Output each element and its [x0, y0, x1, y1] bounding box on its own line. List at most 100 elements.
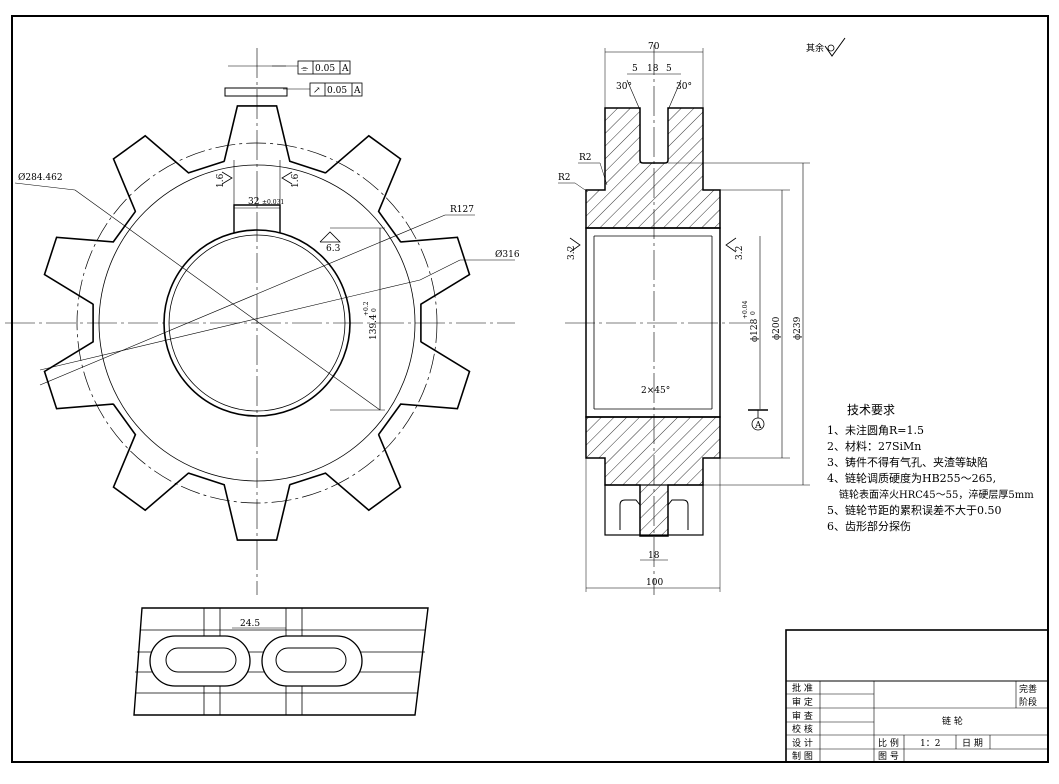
tech-requirements: 技术要求 1、未注圆角R=1.5 2、材料：27SiMn 3、铸件不得有气孔、夹… [827, 403, 1034, 533]
section-view [558, 37, 846, 595]
chain-link-left-inner [165, 647, 237, 673]
tech-title: 技术要求 [847, 403, 895, 417]
tech-item-6: 6、齿形部分探伤 [827, 519, 911, 533]
tech-item-1: 1、未注圆角R=1.5 [827, 423, 924, 437]
tolerance-frame-runout: ↗ 0.05 A [309, 82, 363, 97]
dim-leader-316 [419, 259, 461, 281]
label-phi128-tol: +0.04 [742, 300, 749, 319]
svg-text:0.05: 0.05 [315, 64, 335, 74]
surface-finish-icon [824, 37, 846, 57]
svg-text:A: A [353, 86, 361, 96]
tech-item-5: 5、链轮节距的累积误差不大于0.50 [827, 503, 1002, 517]
tech-item-4: 4、链轮调质硬度为HB255～265, [827, 471, 996, 485]
section-bore [585, 227, 721, 418]
tb-drawing-no-label: 图 号 [878, 751, 899, 762]
top-keyway-mark [224, 87, 288, 97]
sprocket-teeth-outline [43, 105, 471, 541]
chain-link-right [261, 635, 363, 687]
r2-leader-a [599, 162, 608, 186]
label-bore-dim: 139.4 [369, 314, 379, 340]
drawing-border [11, 15, 1049, 763]
label-bottom-slot: 18 [648, 551, 660, 561]
tb-scale-value: 1：2 [920, 739, 940, 749]
tolerance-frame-symmetry: ⌯ 0.05 A [297, 60, 351, 75]
roughness-symbol-right [281, 171, 293, 185]
label-phi200: ϕ200 [772, 316, 782, 340]
label-rough-section-right: 3.2 [735, 246, 745, 260]
chain-link-left [149, 635, 251, 687]
tb-row-design: 设 计 [792, 737, 813, 749]
section-bottom-slot [619, 499, 689, 530]
label-dia-316: Ø316 [495, 249, 520, 260]
label-phi239: ϕ239 [793, 316, 803, 340]
dim-line-316 [39, 279, 421, 371]
tb-row-check: 审 查 [792, 710, 813, 722]
label-width-100: 100 [646, 578, 663, 588]
label-slot-center: 18 [647, 64, 659, 74]
chain-view: 24.5 [133, 607, 429, 716]
angle-line-right [667, 79, 682, 111]
title-block-frame [785, 629, 1049, 763]
tb-row-approve: 批 准 [792, 682, 813, 694]
svg-text:A: A [341, 64, 349, 74]
tb-part-name: 链 轮 [942, 715, 963, 727]
label-rough-section-left: 3.2 [567, 246, 577, 260]
roughness-symbol-left [221, 171, 233, 185]
bore-circle [163, 229, 351, 417]
bore-chamfer-circle [168, 234, 346, 412]
label-datum-a: A [754, 421, 762, 431]
label-dia-284: Ø284.462 [18, 172, 63, 183]
roughness-symbol-section-left [569, 237, 581, 253]
tb-date-label: 日 期 [962, 738, 983, 749]
label-r2-a: R2 [579, 153, 592, 163]
runout-icon: ↗ [313, 86, 321, 96]
datum-circle [751, 417, 765, 431]
label-chamfer: 2×45° [641, 386, 670, 396]
surface-finish-circle-icon [827, 44, 835, 52]
front-view-labels: Ø284.462 R127 Ø316 32 ±0.031 1.6 1.6 6.3… [18, 60, 520, 340]
label-keyway-tol: ±0.031 [262, 199, 284, 206]
pitch-circle [76, 142, 438, 504]
label-rough-keyway-right: 1.6 [291, 173, 301, 188]
keyway [233, 204, 281, 233]
svg-text:0.05: 0.05 [327, 86, 347, 96]
section-bottom-hatched [585, 416, 721, 537]
roughness-symbol-bore [319, 231, 341, 243]
tb-row-review: 审 定 [792, 696, 813, 708]
label-bore-tol-low: 0 [371, 308, 378, 312]
r2-leader-b [574, 182, 589, 193]
label-bore-tol: +0.2 [363, 301, 370, 316]
tech-item-4b: 链轮表面淬火HRC45～55，淬硬层厚5mm [839, 488, 1034, 501]
label-phi128: ϕ128 [750, 318, 760, 342]
section-top-hatched [585, 107, 721, 229]
label-surface-note: 其余 [806, 42, 824, 54]
label-keyway-width: 32 [248, 197, 259, 207]
angle-line-left [626, 79, 641, 111]
label-r2-b: R2 [558, 173, 571, 183]
label-rough-keyway-left: 1.6 [216, 173, 226, 188]
section-view-labels: 70 5 18 5 30° 30° R2 R2 3.2 3.2 ϕ128 +0.… [558, 42, 824, 588]
label-slot-right: 5 [666, 64, 672, 74]
chain-link-right-inner [275, 647, 347, 673]
chain-view-outline [133, 607, 429, 716]
label-r127: R127 [450, 205, 474, 215]
title-block: 批 准 审 定 审 查 校 核 设 计 制 图 完善 阶段 链 轮 比 例 1：… [785, 629, 1049, 763]
label-slot-left: 5 [632, 64, 638, 74]
label-phi128-tol-low: 0 [750, 311, 757, 315]
tb-stage-2: 阶段 [1019, 696, 1037, 708]
label-rough-bore: 6.3 [326, 244, 341, 254]
tb-row-proof: 校 核 [792, 723, 813, 735]
front-view [5, 48, 515, 595]
roughness-symbol-section-right [725, 237, 737, 253]
label-angle-left: 30° [616, 82, 632, 92]
dim-line-r127 [39, 214, 446, 386]
tb-stage-1: 完善 [1019, 683, 1037, 695]
label-pitch: 24.5 [240, 619, 260, 629]
tech-item-3: 3、铸件不得有气孔、夹渣等缺陷 [827, 455, 988, 469]
tech-item-2: 2、材料：27SiMn [827, 439, 921, 453]
tb-row-draw: 制 图 [792, 750, 813, 762]
tb-scale-label: 比 例 [878, 737, 899, 749]
symmetry-icon: ⌯ [301, 64, 309, 74]
dim-leader-284-h [14, 182, 76, 191]
label-angle-right: 30° [676, 82, 692, 92]
